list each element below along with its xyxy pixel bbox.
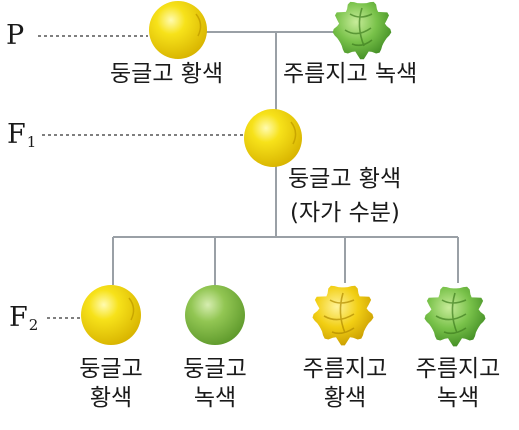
f2-label-round-yellow: 둥글고 황색 [79,356,143,411]
f2-label-wrinkled-yellow: 주름지고 황색 [302,356,388,411]
f1-self-pollination-note: (자가 수분) [290,200,400,226]
f2-pea-round-green [185,285,245,345]
f1-pea-round-yellow [244,109,302,167]
generation-label-f1: F1 [7,119,37,151]
f2-pea-round-yellow [81,285,141,345]
parent-pea-wrinkled-green [332,1,392,60]
parent-pea-round-yellow [149,1,207,59]
generation-label-f2: F2 [9,302,39,334]
f2-label-round-green: 둥글고 녹색 [183,356,247,411]
connector-lines [112,31,459,285]
generation-label-p: P [6,20,25,51]
f2-label-wrinkled-green: 주름지고 녹색 [415,356,501,411]
f2-pea-wrinkled-green [424,286,486,347]
parent-label-wrinkled-green: 주름지고 녹색 [283,61,418,87]
parent-label-round-yellow: 둥글고 황색 [110,61,224,87]
f2-pea-wrinkled-yellow [312,285,374,346]
f1-label: 둥글고 황색 [288,166,402,192]
